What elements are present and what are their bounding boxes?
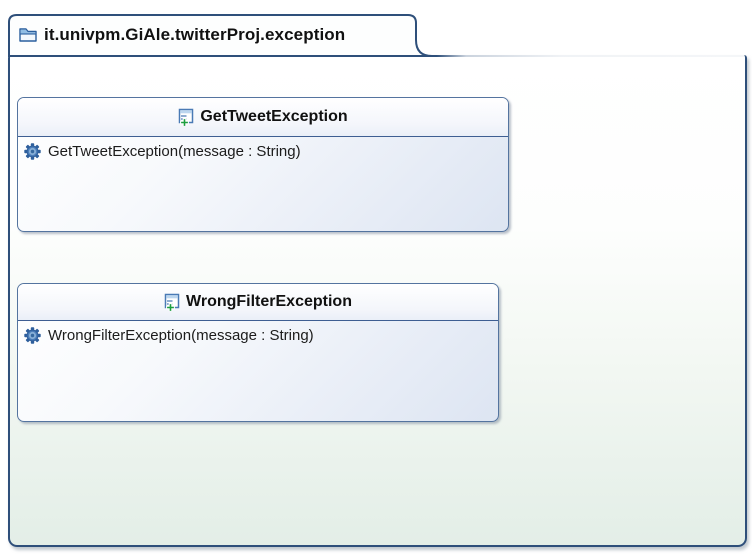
class-name: GetTweetException [200, 108, 348, 125]
operation-row[interactable]: WrongFilterException(message : String) [18, 325, 498, 346]
class-icon [164, 293, 181, 311]
package-tab-shape [8, 14, 433, 57]
package-name: it.univpm.GiAle.twitterProj.exception [44, 24, 346, 44]
operation-gear-icon [24, 143, 41, 160]
class-icon [178, 108, 195, 126]
operations-compartment: WrongFilterException(message : String) [18, 321, 498, 346]
class-name: WrongFilterException [186, 293, 352, 310]
operation-gear-icon [24, 327, 41, 344]
folder-icon [19, 27, 37, 42]
class-box-wrongfilterexception[interactable]: WrongFilterException [17, 283, 499, 422]
operation-signature: GetTweetException(message : String) [48, 143, 301, 160]
class-header[interactable]: GetTweetException [18, 98, 508, 137]
operation-row[interactable]: GetTweetException(message : String) [18, 141, 508, 162]
operations-compartment: GetTweetException(message : String) [18, 137, 508, 162]
operation-signature: WrongFilterException(message : String) [48, 327, 314, 344]
class-header[interactable]: WrongFilterException [18, 284, 498, 321]
class-box-gettweetexception[interactable]: GetTweetException [17, 97, 509, 232]
package-tab[interactable]: it.univpm.GiAle.twitterProj.exception [8, 14, 426, 55]
